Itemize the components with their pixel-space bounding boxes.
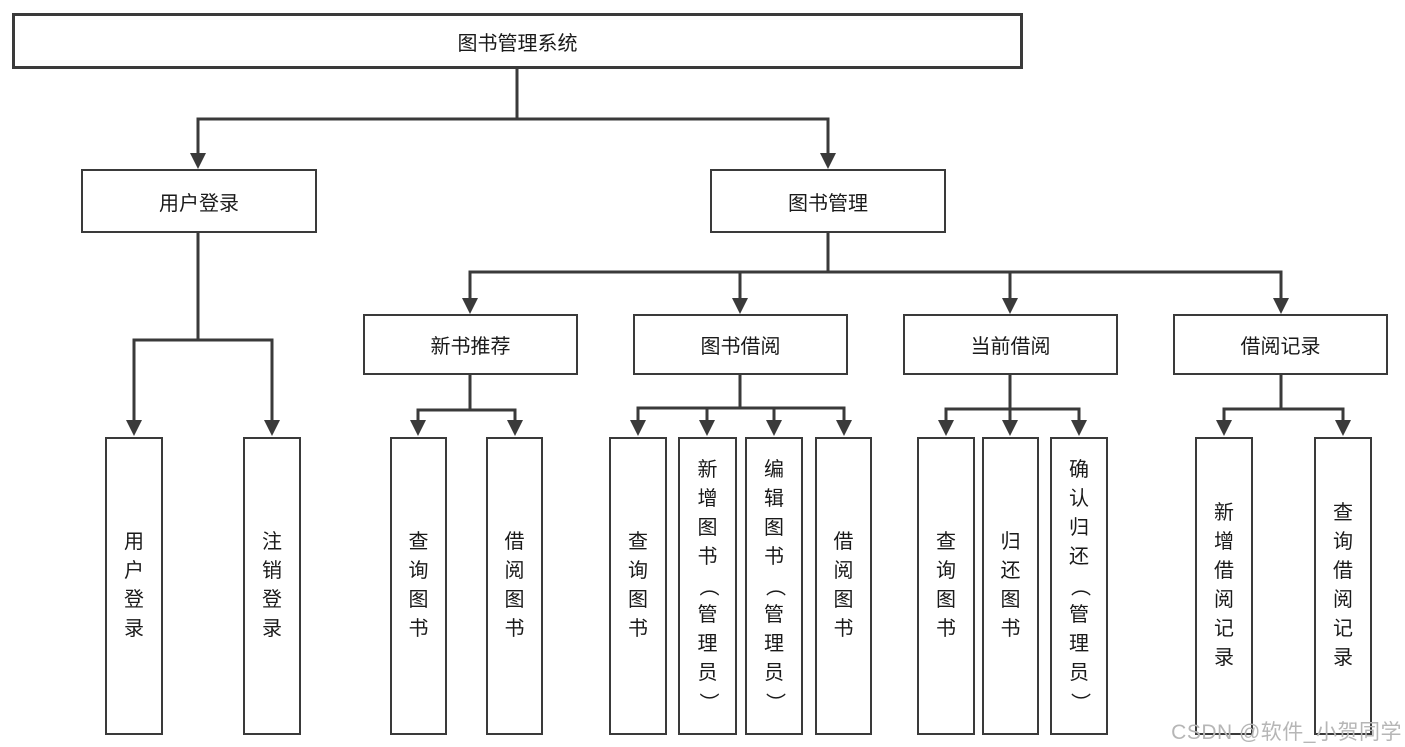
node-current-borrowing: 当前借阅 <box>903 314 1118 375</box>
leaf-borrowing-borrow-books: 借阅图书 <box>815 437 872 735</box>
node-book-borrowing-label: 图书借阅 <box>700 336 781 358</box>
node-user-login: 用户登录 <box>81 169 317 233</box>
watermark: CSDN @软件_小贺同学 <box>1171 721 1402 744</box>
node-new-book-recommend: 新书推荐 <box>363 314 578 375</box>
node-user-login-label: 用户登录 <box>159 192 239 215</box>
leaf-borrowing-add-books-admin: 新增图书（管理员） <box>678 437 737 735</box>
node-borrow-records-label: 借阅记录 <box>1240 336 1321 358</box>
node-book-borrowing: 图书借阅 <box>633 314 848 375</box>
leaf-recommend-borrow-books: 借阅图书 <box>486 437 543 735</box>
leaf-user-login: 用户登录 <box>105 437 163 735</box>
node-book-management: 图书管理 <box>710 169 946 233</box>
leaf-logout: 注销登录 <box>243 437 301 735</box>
node-book-management-label: 图书管理 <box>788 192 868 215</box>
node-current-borrowing-label: 当前借阅 <box>970 336 1051 358</box>
leaf-borrowing-edit-books-admin: 编辑图书（管理员） <box>745 437 803 735</box>
leaf-recommend-query-books: 查询图书 <box>390 437 447 735</box>
leaf-borrowing-query-books: 查询图书 <box>609 437 667 735</box>
node-root: 图书管理系统 <box>12 13 1023 69</box>
leaf-records-add-record: 新增借阅记录 <box>1195 437 1253 735</box>
leaf-current-confirm-return-admin: 确认归还（管理员） <box>1050 437 1108 735</box>
node-borrow-records: 借阅记录 <box>1173 314 1388 375</box>
leaf-current-return-books: 归还图书 <box>982 437 1039 735</box>
node-new-book-recommend-label: 新书推荐 <box>430 336 511 358</box>
node-root-label: 图书管理系统 <box>457 32 578 55</box>
leaf-current-query-books: 查询图书 <box>917 437 975 735</box>
leaf-records-query-record: 查询借阅记录 <box>1314 437 1372 735</box>
